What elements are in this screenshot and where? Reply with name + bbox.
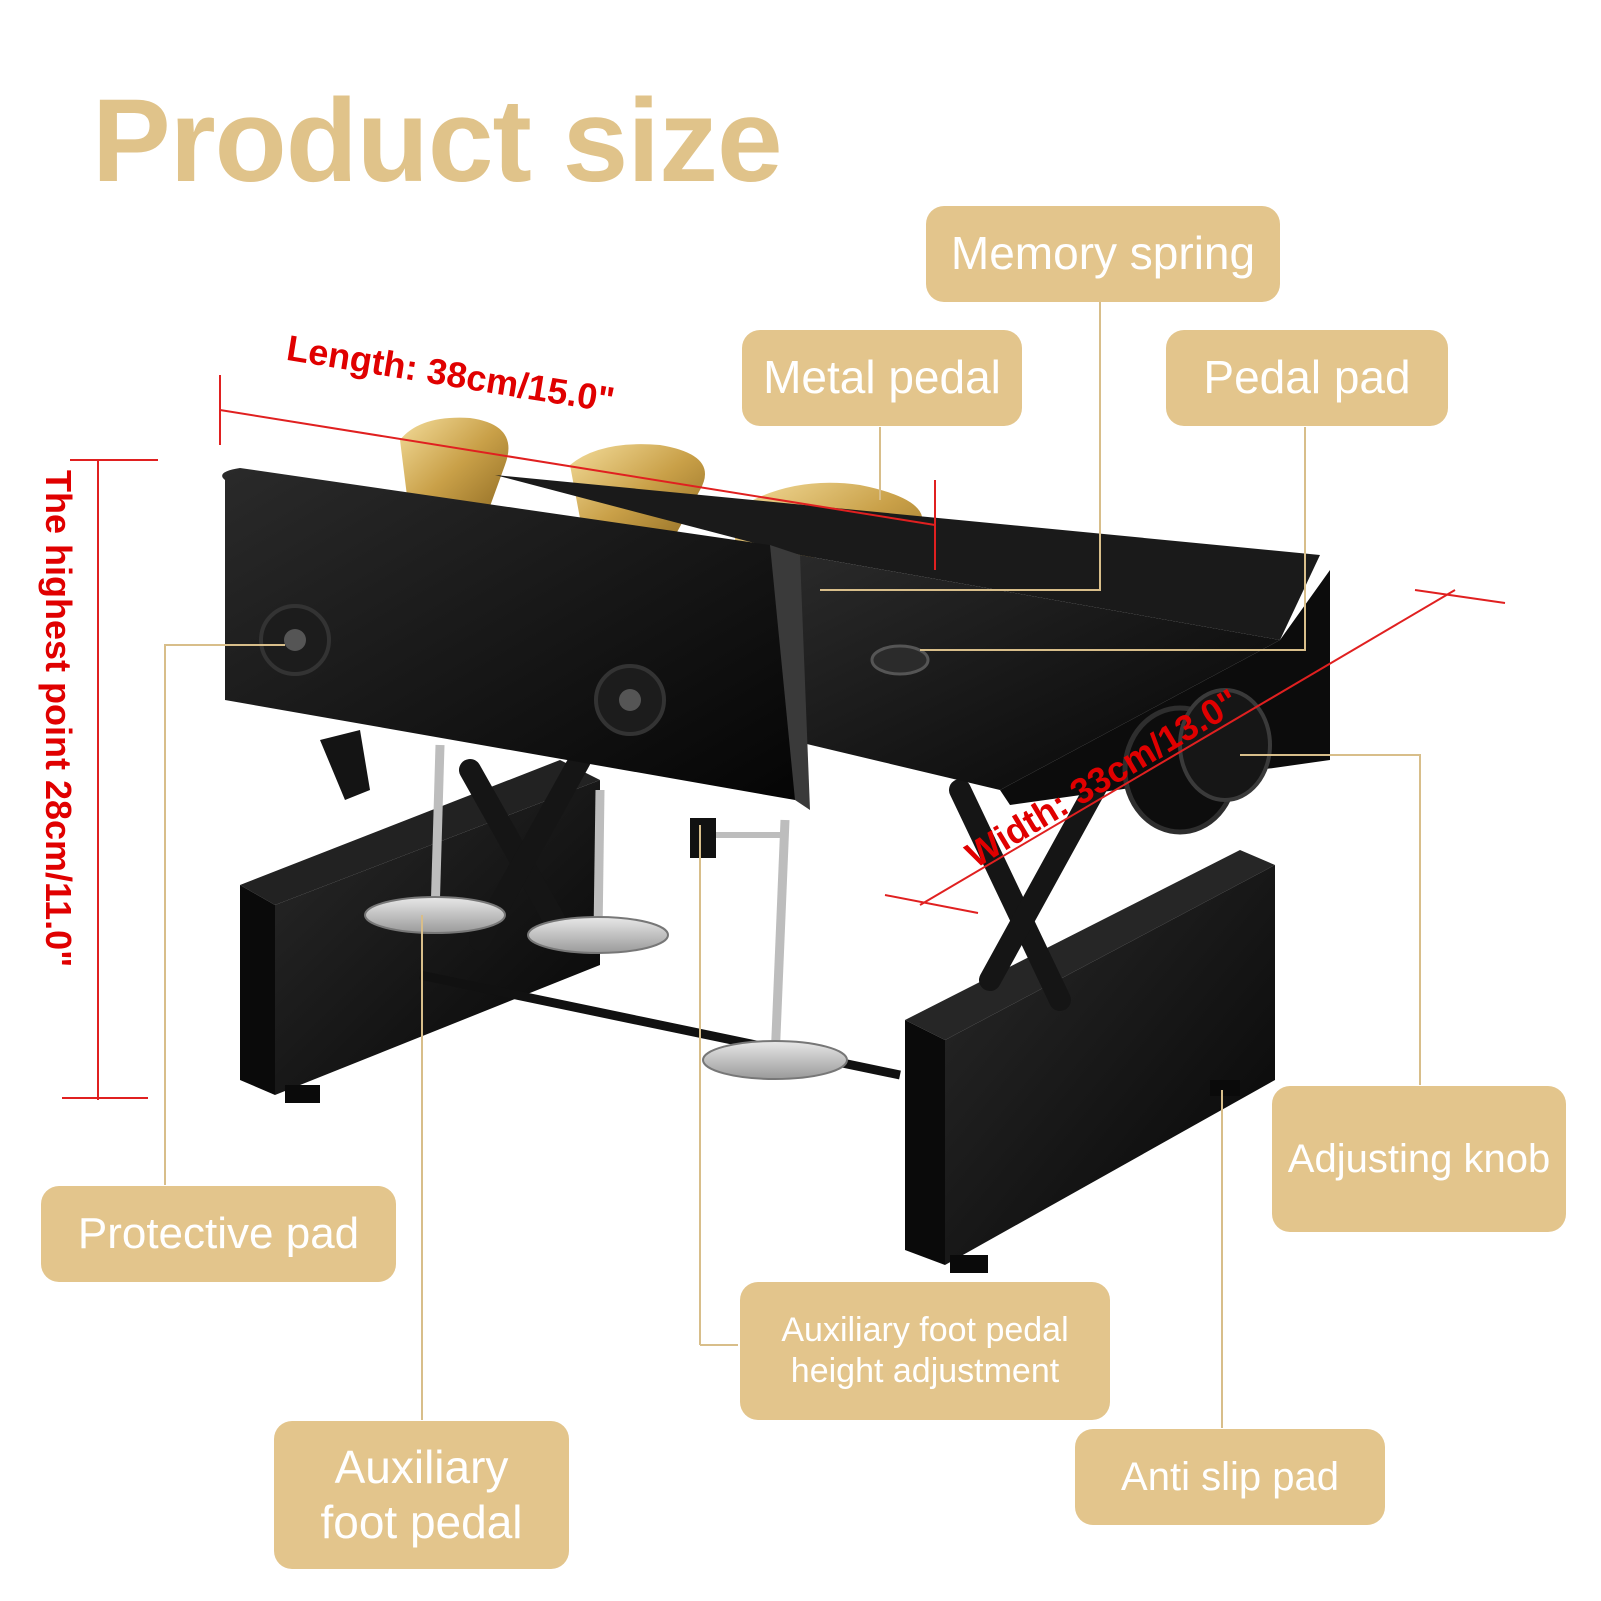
memory-spring-label: Memory spring: [926, 206, 1280, 302]
pedal-pad-label: Pedal pad: [1166, 330, 1448, 426]
aux-foot-pedal-label: Auxiliary foot pedal: [274, 1421, 569, 1569]
metal-pedal-label: Metal pedal: [742, 330, 1022, 426]
protective-pad-label: Protective pad: [41, 1186, 396, 1282]
leader-lines: [164, 302, 1421, 1428]
anti-slip-pad-label: Anti slip pad: [1075, 1429, 1385, 1525]
dimension-lines: [62, 375, 1506, 1100]
anti-slip-feet: [285, 1080, 1240, 1273]
page-title: Product size: [92, 75, 783, 207]
protective-pads: [259, 604, 666, 736]
right-base-rail: [905, 850, 1275, 1265]
pedal-pad-grip: [870, 644, 930, 676]
height-dimension: The highest point 28cm/11.0": [38, 470, 79, 968]
auxiliary-foot-pedals: [320, 730, 848, 1080]
aux-height-adjustment-label: Auxiliary foot pedal height adjustment: [740, 1282, 1110, 1420]
adjusting-knob-label: Adjusting knob: [1272, 1086, 1566, 1232]
adjusting-knob: [1122, 688, 1272, 835]
